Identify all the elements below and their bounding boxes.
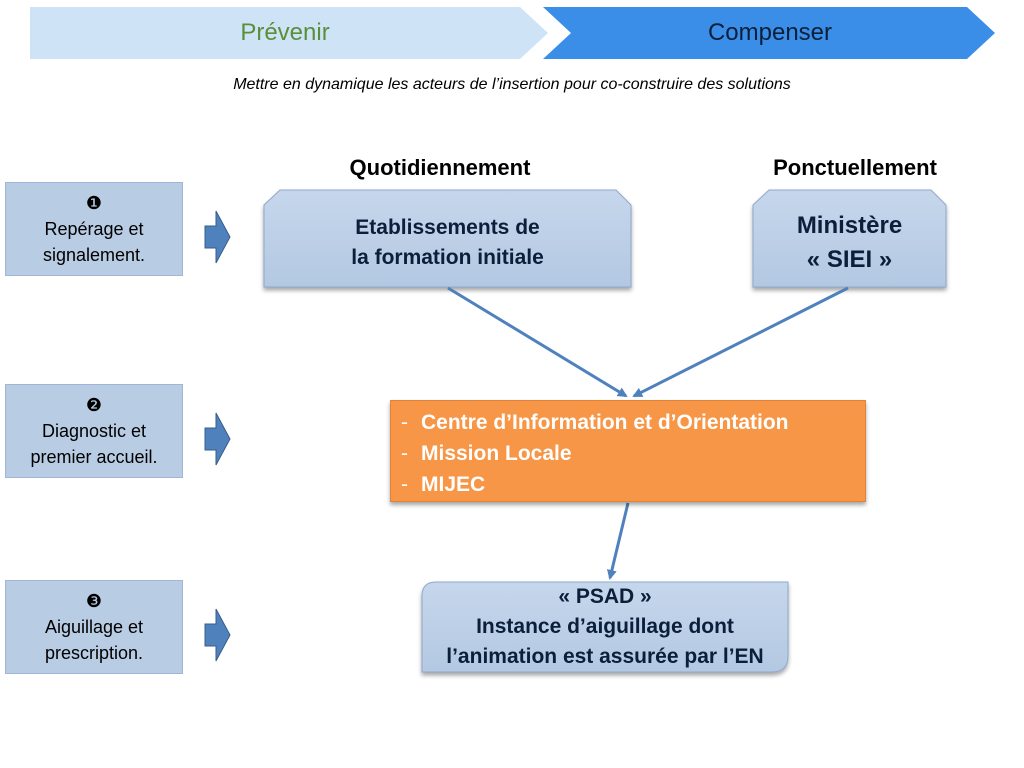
partner-dash: - [401, 442, 408, 465]
ministry-box: Ministère « SIEI » [753, 205, 946, 280]
step-3-number: ❸ [85, 591, 103, 611]
partner-item: -Centre d’Information et d’Orientation [401, 407, 855, 438]
schools-line1: Etablissements de [355, 215, 540, 239]
psad-line2: Instance d’aiguillage dont [476, 615, 734, 638]
psad-line1: « PSAD » [558, 585, 652, 608]
partner-dash: - [401, 411, 408, 434]
step-1-line1: Repérage et [44, 219, 144, 239]
step-arrow-3 [204, 608, 231, 662]
subtitle: Mettre en dynamique les acteurs de l’ins… [233, 76, 791, 93]
step-2-line2: premier accueil. [30, 447, 158, 467]
psad-box-shape [421, 581, 789, 673]
phase-compensate-label: Compenser [707, 19, 833, 46]
ministry-box-shape [752, 189, 947, 288]
step-arrow-2 [204, 412, 231, 466]
partner-cio: Centre d’Information et d’Orientation [421, 411, 789, 434]
step-2-line1: Diagnostic et [41, 421, 147, 441]
schools-line2: la formation initiale [351, 245, 544, 269]
phase-prevent-label: Prévenir [240, 19, 330, 46]
ministry-line2: « SIEI » [806, 245, 893, 273]
schools-box: Etablissements de la formation initiale [264, 205, 631, 280]
compensate-chevron [543, 7, 995, 59]
prevent-chevron [30, 7, 548, 59]
ministry-line1: Ministère [796, 211, 903, 239]
header-occasional: Ponctuellement [773, 155, 937, 180]
step-2-number: ❷ [85, 395, 103, 415]
partner-mission-locale: Mission Locale [421, 442, 572, 465]
partner-item: -MIJEC [401, 469, 855, 500]
step-1-line2: signalement. [42, 245, 146, 265]
header-daily: Quotidiennement [349, 155, 531, 180]
step-1-box: ❶ Repérage et signalement. [5, 182, 183, 276]
partner-item: -Mission Locale [401, 438, 855, 469]
step-3-line1: Aiguillage et [44, 617, 144, 637]
step-3-box: ❸ Aiguillage et prescription. [5, 580, 183, 674]
step-arrow-1 [204, 210, 231, 264]
step-1-number: ❶ [85, 193, 103, 213]
connector-partners-to-psad [607, 502, 630, 580]
schools-box-shape [263, 189, 632, 288]
psad-box: « PSAD » Instance d’aiguillage dont l’an… [422, 582, 788, 672]
connector-ministry-to-partners [632, 286, 849, 398]
connector-schools-to-partners [447, 286, 628, 398]
step-3-line2: prescription. [44, 643, 144, 663]
partners-box: -Centre d’Information et d’Orientation -… [390, 400, 866, 502]
partner-dash: - [401, 473, 408, 496]
psad-line3: l’animation est assurée par l’EN [446, 645, 764, 668]
partner-mijec: MIJEC [421, 473, 486, 496]
step-2-box: ❷ Diagnostic et premier accueil. [5, 384, 183, 478]
